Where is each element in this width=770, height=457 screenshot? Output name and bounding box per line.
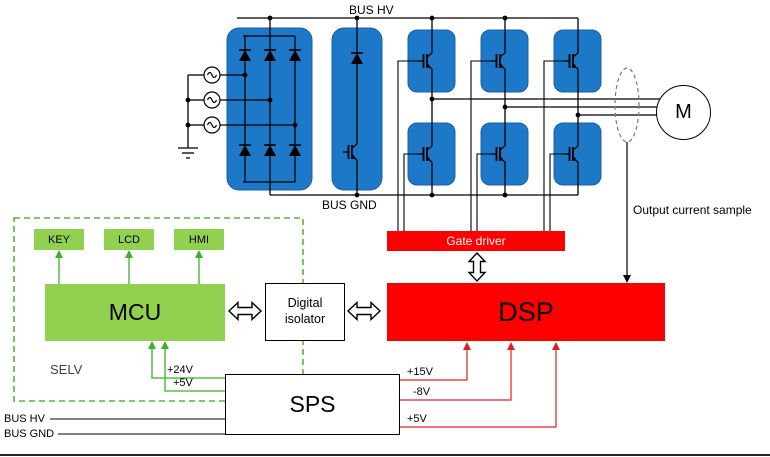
mcu-isolator-arrow [227, 300, 263, 322]
bus-input-wires [50, 418, 225, 435]
bus-hv-top-label: BUS HV [349, 3, 394, 17]
output-current-arrow [623, 142, 631, 283]
output-current-sample-label: Output current sample [633, 203, 752, 217]
dsp-supply-wires [400, 345, 557, 428]
bottom-border-line [0, 454, 770, 456]
junction-dots [185, 15, 581, 198]
sps-block: SPS [225, 374, 400, 435]
supply-24v-label: +24V [167, 364, 193, 376]
ac-source-icons [203, 66, 221, 134]
digital-isolator-block: Digital isolator [265, 283, 345, 341]
isolator-dsp-arrow [346, 300, 382, 322]
bidirectional-arrows [227, 251, 487, 322]
dsp-supply-arrowheads [463, 342, 560, 350]
gate-driver-wires [397, 60, 564, 231]
gatedriver-dsp-arrow [467, 251, 487, 283]
supply-neg8v-label: -8V [413, 386, 431, 398]
mcu-supply-arrowheads [148, 341, 169, 349]
motor-symbol: M [656, 85, 711, 140]
bus-gnd-input-label: BUS GND [4, 428, 55, 440]
current-sensor-icon [614, 67, 640, 143]
bus-hv-input-label: BUS HV [4, 413, 45, 425]
supply-15v-label: +15V [407, 366, 433, 378]
dsp-block: DSP [387, 283, 665, 341]
key-block: KEY [34, 229, 84, 250]
hmi-block: HMI [174, 229, 224, 250]
power-blocks [226, 27, 602, 191]
gate-driver-block: Gate driver [387, 231, 565, 251]
mcu-block: MCU [45, 284, 225, 341]
mcu-supply-wires [151, 344, 225, 392]
peripheral-arrows [58, 254, 200, 284]
bus-gnd-label: BUS GND [322, 198, 377, 212]
supply-5v-dsp-label: +5V [407, 413, 427, 425]
lcd-block: LCD [104, 229, 154, 250]
peripheral-arrowheads [55, 250, 203, 258]
selv-label: SELV [50, 362, 83, 377]
supply-5v-mcu-label: +5V [173, 377, 193, 389]
